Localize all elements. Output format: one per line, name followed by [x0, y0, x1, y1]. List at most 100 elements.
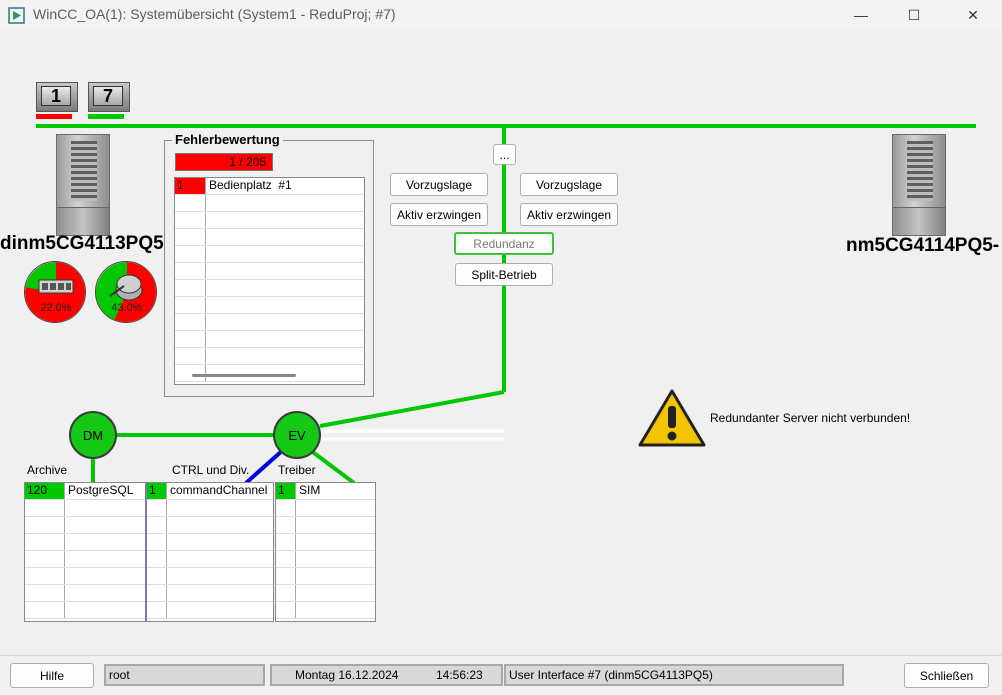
- server-name-right: nm5CG4114PQ5-: [846, 235, 1000, 256]
- table-row: [147, 602, 273, 619]
- server-base: [57, 207, 109, 235]
- memory-gauge-pie: [25, 262, 85, 322]
- dm-node[interactable]: DM: [69, 411, 117, 459]
- row-text: commandChannel: [170, 483, 268, 497]
- table-row: [147, 551, 273, 568]
- warning-text: Redundanter Server nicht verbunden!: [710, 411, 911, 425]
- minimize-button[interactable]: —: [854, 7, 868, 23]
- table-row[interactable]: 120 PostgreSQL: [25, 483, 145, 500]
- table-row: [276, 568, 375, 585]
- table-row: [25, 602, 145, 619]
- driver-table[interactable]: 1 SIM: [275, 482, 376, 622]
- ev-node[interactable]: EV: [273, 411, 321, 459]
- table-row: [175, 314, 364, 331]
- memory-gauge-value: 22.0%: [40, 302, 72, 314]
- monitor-number: 1: [41, 86, 71, 106]
- ctrl-label: CTRL und Div.: [172, 463, 250, 477]
- table-row: [25, 568, 145, 585]
- title-bar: WinCC_OA(1): Systemübersicht (System1 - …: [0, 0, 1002, 30]
- monitor-status-bar: [36, 114, 72, 119]
- row-text: PostgreSQL: [68, 483, 134, 497]
- disk-gauge[interactable]: 43.0%: [95, 261, 157, 323]
- table-row: [276, 585, 375, 602]
- ev-driver-link: [308, 448, 356, 485]
- window-title: WinCC_OA(1): Systemübersicht (System1 - …: [33, 6, 396, 22]
- table-row: [147, 568, 273, 585]
- ctrl-table[interactable]: 1 commandChannel: [145, 482, 274, 622]
- datetime-field: Montag 16.12.2024 14:56:23: [270, 664, 503, 686]
- table-row: [276, 551, 375, 568]
- help-button[interactable]: Hilfe: [10, 663, 94, 688]
- table-row: [175, 263, 364, 280]
- network-lines: [36, 124, 976, 485]
- table-row: [276, 602, 375, 619]
- user-field: root: [104, 664, 265, 686]
- table-row: [147, 500, 273, 517]
- maximize-button[interactable]: ☐: [907, 6, 921, 23]
- table-row: [25, 534, 145, 551]
- status-bar: Hilfe root Montag 16.12.2024 14:56:23 Us…: [0, 655, 1002, 695]
- row-number: 1: [175, 178, 206, 194]
- driver-label: Treiber: [278, 463, 316, 477]
- table-row: [175, 348, 364, 365]
- table-row: [25, 551, 145, 568]
- table-row: [175, 246, 364, 263]
- more-options-button[interactable]: ...: [493, 144, 516, 165]
- table-row: [175, 331, 364, 348]
- table-row: [147, 534, 273, 551]
- server-icon-right[interactable]: [892, 134, 946, 236]
- server-base: [893, 207, 945, 235]
- disk-gauge-value: 43.0%: [111, 302, 143, 314]
- redundancy-button[interactable]: Redundanz: [454, 232, 554, 255]
- system-overview-canvas: 1 7 dinm5CG4113PQ5 nm5CG4114PQ5- 22.0%: [0, 30, 1002, 655]
- error-evaluation-title: Fehlerbewertung: [172, 132, 283, 147]
- archive-table[interactable]: 120 PostgreSQL: [24, 482, 146, 622]
- table-row[interactable]: 1 SIM: [276, 483, 375, 500]
- error-evaluation-table[interactable]: 1 Bedienplatz #1: [174, 177, 365, 385]
- warning-icon: [638, 389, 706, 447]
- right-preference-button[interactable]: Vorzugslage: [520, 173, 618, 196]
- left-preference-button[interactable]: Vorzugslage: [390, 173, 488, 196]
- row-number: 120: [25, 483, 65, 499]
- table-row[interactable]: 1 Bedienplatz #1: [175, 178, 364, 195]
- left-force-active-button[interactable]: Aktiv erzwingen: [390, 203, 488, 226]
- table-row: [175, 365, 364, 382]
- horizontal-scrollbar[interactable]: [192, 374, 296, 377]
- table-row: [175, 229, 364, 246]
- table-row: [175, 297, 364, 314]
- error-counter-bar: 1 / 205: [175, 153, 273, 171]
- table-row: [175, 280, 364, 297]
- right-force-active-button[interactable]: Aktiv erzwingen: [520, 203, 618, 226]
- row-number: 1: [276, 483, 296, 499]
- ui-info-field: User Interface #7 (dinm5CG4113PQ5): [504, 664, 844, 686]
- table-row[interactable]: 1 commandChannel: [147, 483, 273, 500]
- ev-uplink: [319, 390, 505, 428]
- row-text: SIM: [299, 483, 321, 497]
- table-row: [147, 585, 273, 602]
- memory-icon: [38, 279, 74, 294]
- monitor-number: 7: [93, 86, 123, 106]
- date-text: Montag 16.12.2024: [295, 668, 399, 682]
- table-row: [25, 500, 145, 517]
- time-text: 14:56:23: [436, 668, 483, 682]
- server-slots: [907, 141, 933, 201]
- table-row: [25, 585, 145, 602]
- ui-monitor-7[interactable]: 7: [88, 82, 130, 120]
- row-number: 1: [147, 483, 167, 499]
- close-button[interactable]: Schließen: [904, 663, 989, 688]
- close-window-button[interactable]: ✕: [967, 6, 979, 23]
- app-icon: [8, 7, 25, 24]
- ev-ctrl-link: [244, 448, 285, 485]
- row-text: Bedienplatz #1: [209, 178, 292, 192]
- disk-gauge-pie: [96, 262, 156, 322]
- table-row: [276, 534, 375, 551]
- split-mode-button[interactable]: Split-Betrieb: [455, 263, 553, 286]
- memory-gauge[interactable]: 22.0%: [24, 261, 86, 323]
- ui-monitor-1[interactable]: 1: [36, 82, 78, 120]
- table-row: [175, 212, 364, 229]
- disk-icon: [109, 274, 143, 301]
- table-row: [276, 500, 375, 517]
- server-icon-left[interactable]: [56, 134, 110, 236]
- server-slots: [71, 141, 97, 201]
- monitor-status-bar: [88, 114, 124, 119]
